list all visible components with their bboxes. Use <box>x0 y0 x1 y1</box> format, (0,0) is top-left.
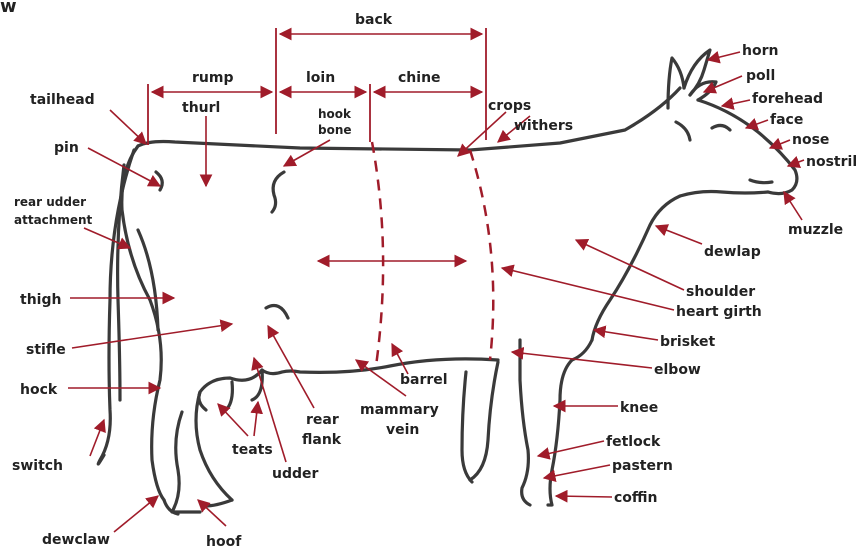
label-stifle: stifle <box>26 342 66 358</box>
label-tailhead: tailhead <box>30 92 95 108</box>
label-poll: poll <box>746 68 775 84</box>
label-bone: bone <box>318 123 352 137</box>
label-vein: vein <box>386 422 419 438</box>
label-mammary: mammary <box>360 402 439 418</box>
label-rear: rear <box>306 412 339 428</box>
label-horn: horn <box>742 43 778 59</box>
label-crops: crops <box>488 98 531 114</box>
label-barrel: barrel <box>400 372 448 388</box>
label-forehead: forehead <box>752 91 823 107</box>
label-heart-girth: heart girth <box>676 304 762 320</box>
label-elbow: elbow <box>654 362 701 378</box>
label-muzzle: muzzle <box>788 222 843 238</box>
region-back: back <box>355 12 393 28</box>
label-shoulder: shoulder <box>686 284 755 300</box>
label-hock: hock <box>20 382 58 398</box>
label-face: face <box>770 112 803 128</box>
label-knee: knee <box>620 400 658 416</box>
label-fetlock: fetlock <box>606 434 661 450</box>
label-rear-udder: rear udder <box>14 195 86 209</box>
label-nostril: nostril <box>806 154 857 170</box>
label-pastern: pastern <box>612 458 673 474</box>
label-hook: hook <box>318 107 352 121</box>
label-attachment: attachment <box>14 213 93 227</box>
label-brisket: brisket <box>660 334 715 350</box>
label-switch: switch <box>12 458 63 474</box>
heart-girth-line-rear <box>372 142 383 366</box>
label-hoof: hoof <box>206 534 242 550</box>
region-chine: chine <box>398 70 441 86</box>
corner-letter: w <box>0 0 17 17</box>
label-flank: flank <box>302 432 342 448</box>
label-dewclaw: dewclaw <box>42 532 110 548</box>
region-rump: rump <box>192 70 233 86</box>
region-loin: loin <box>306 70 335 86</box>
label-thigh: thigh <box>20 292 61 308</box>
label-pin: pin <box>54 140 79 156</box>
label-udder: udder <box>272 466 319 482</box>
label-dewlap: dewlap <box>704 244 761 260</box>
label-coffin: coffin <box>614 490 658 506</box>
label-thurl: thurl <box>182 100 220 116</box>
label-nose: nose <box>792 132 829 148</box>
label-withers: withers <box>514 118 573 134</box>
heart-girth-line-front <box>470 150 493 360</box>
label-teats: teats <box>232 442 273 458</box>
cow-outline <box>98 50 797 514</box>
